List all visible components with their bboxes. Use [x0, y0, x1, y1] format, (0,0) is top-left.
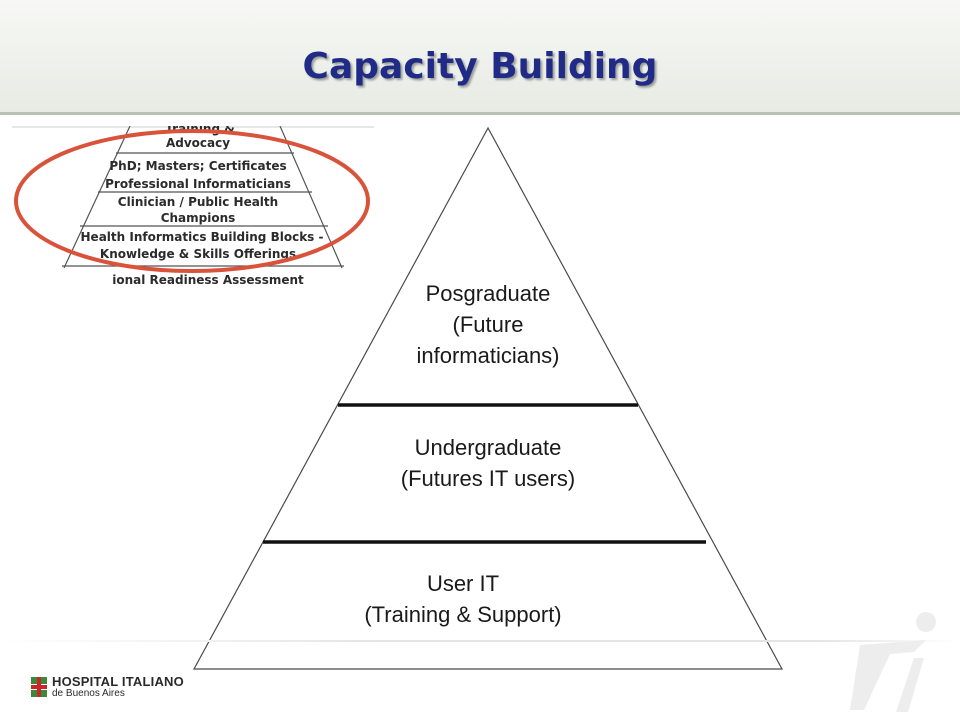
tier-posgraduate: Posgraduate (Future informaticians) [338, 278, 638, 371]
tier-user-it-line-2: (Training & Support) [364, 602, 562, 627]
thumb-row-3: Professional Informaticians [105, 177, 291, 191]
tier-posgraduate-line-3: informaticians) [416, 343, 560, 368]
tier-user-it: User IT (Training & Support) [313, 568, 613, 630]
hospital-logo: HOSPITAL ITALIANO de Buenos Aires [30, 674, 220, 704]
thumb-row-8: ional Readiness Assessment [112, 273, 304, 286]
highlight-ellipse [14, 129, 370, 273]
slide-header [0, 0, 960, 115]
hospital-cross-icon [30, 676, 48, 698]
thumb-pyramid-left-edge [63, 126, 131, 269]
logo-subtitle: de Buenos Aires [52, 688, 125, 699]
thumb-row-6: Health Informatics Building Blocks - [81, 230, 324, 244]
slide-title: Capacity Building [302, 46, 658, 87]
pyramid-outline [192, 126, 784, 670]
tier-undergraduate-line-2: (Futures IT users) [400, 466, 576, 491]
thumb-row-4: Clinician / Public Health [118, 195, 278, 209]
tier-undergraduate-line-1: Undergraduate [414, 435, 562, 460]
thumb-row-1: Advocacy [166, 136, 230, 150]
thumb-row-2: PhD; Masters; Certificates [109, 159, 286, 173]
tier-posgraduate-line-2: (Future [452, 312, 524, 337]
logo-name: HOSPITAL ITALIANO [52, 674, 184, 689]
tier-posgraduate-line-1: Posgraduate [425, 281, 551, 306]
runner-watermark-icon [850, 612, 936, 712]
thumb-row-5: Champions [161, 211, 236, 225]
thumb-row-7: Knowledge & Skills Offerings [100, 247, 296, 261]
tier-undergraduate: Undergraduate (Futures IT users) [338, 432, 638, 494]
tier-user-it-line-1: User IT [426, 571, 500, 596]
footer-divider [0, 640, 960, 642]
reference-pyramid-thumbnail: Training & Advocacy PhD; Masters; Certif… [12, 126, 374, 286]
